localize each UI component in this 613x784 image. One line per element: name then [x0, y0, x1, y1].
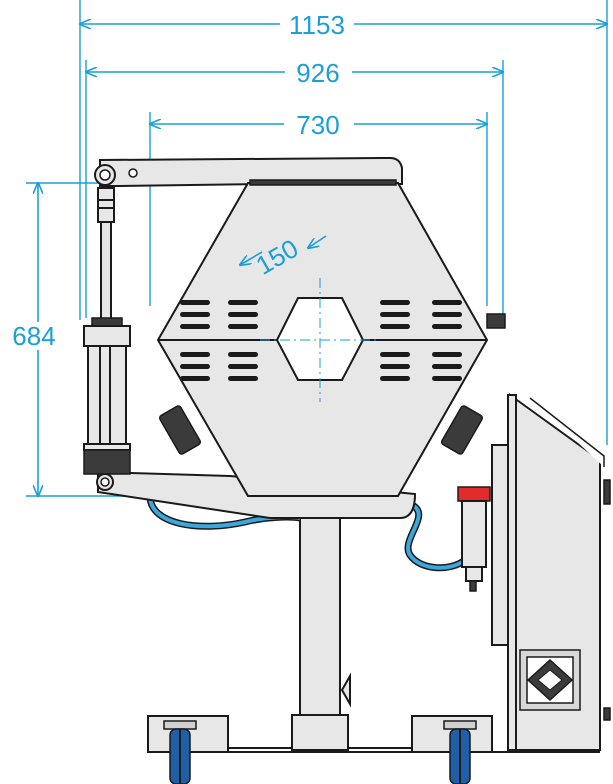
dimension-height: 684: [12, 183, 56, 496]
vent-slot: [432, 300, 462, 305]
dimension-housing: 730: [150, 110, 487, 140]
vent-slot: [180, 376, 210, 381]
vent-slot: [228, 300, 258, 305]
dimension-overall: 1153: [80, 10, 607, 40]
dimension-frame: 926: [86, 58, 503, 88]
dim-1153-label: 1153: [289, 10, 345, 40]
vent-slot: [180, 364, 210, 369]
caster-left: [163, 720, 197, 784]
vent-slot: [228, 324, 258, 329]
vent-slot: [180, 312, 210, 317]
dim-926-label: 926: [296, 58, 339, 88]
upper-arm: [94, 156, 403, 187]
vent-slot: [380, 364, 410, 369]
vent-slot: [432, 352, 462, 357]
vent-slot: [432, 364, 462, 369]
hexagon-housing-icon: [156, 179, 506, 497]
vent-slot: [380, 376, 410, 381]
control-box-icon: [491, 393, 611, 751]
vent-slot: [180, 300, 210, 305]
pendant-controller: [457, 486, 491, 592]
vent-slot: [432, 324, 462, 329]
vent-slot: [432, 376, 462, 381]
vent-slot: [380, 312, 410, 317]
vent-slot: [380, 352, 410, 357]
vent-slot: [228, 376, 258, 381]
vent-slot: [228, 364, 258, 369]
vent-slots: [180, 300, 462, 381]
pedestal-column: [291, 504, 351, 751]
vent-slot: [432, 312, 462, 317]
dim-730-label: 730: [296, 110, 339, 140]
vent-slot: [180, 352, 210, 357]
vent-slot: [180, 324, 210, 329]
vent-slot: [228, 312, 258, 317]
vent-slot: [228, 352, 258, 357]
caster-right: [443, 720, 477, 784]
vent-slot: [380, 300, 410, 305]
vent-slot: [380, 324, 410, 329]
dim-684-label: 684: [12, 321, 55, 351]
hydraulic-cylinder-icon: [83, 187, 131, 475]
